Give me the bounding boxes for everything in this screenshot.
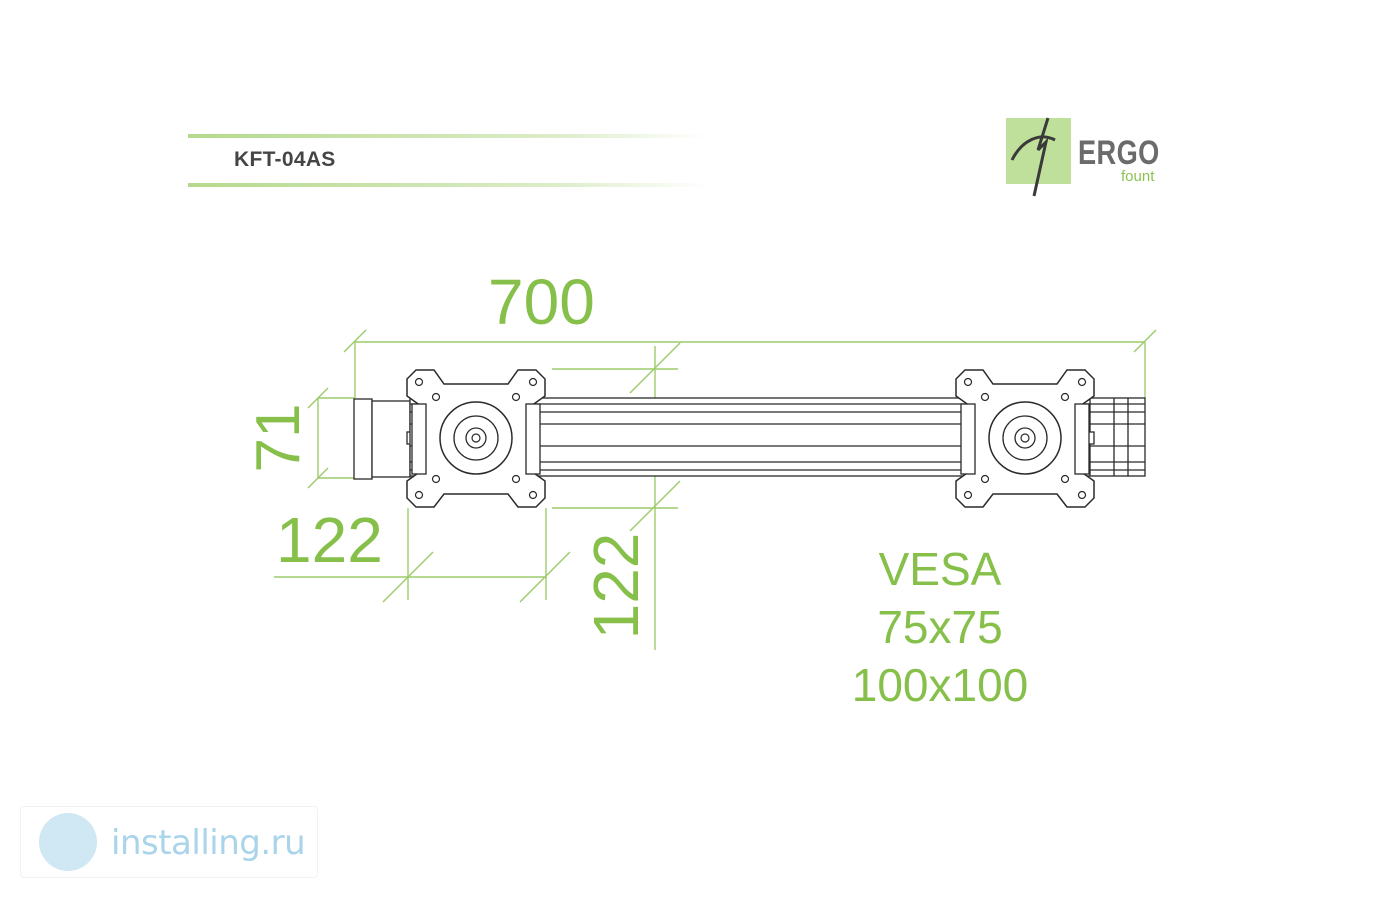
watermark: installing.ru [20, 806, 318, 878]
vesa-spec: VESA 75x75 100x100 [840, 540, 1040, 714]
dimension-plate-width: 122 [276, 504, 383, 576]
vesa-size-large: 100x100 [851, 659, 1029, 711]
header-top-rule [188, 134, 708, 138]
watermark-logo-icon [39, 813, 97, 871]
watermark-text: installing.ru [111, 823, 306, 863]
vesa-plate-left [406, 369, 546, 508]
vesa-size-small: 75x75 [877, 601, 1003, 653]
brand-logo-icon [1006, 117, 1071, 197]
model-title: KFT-04AS [234, 148, 336, 171]
dimension-lines [274, 329, 1157, 650]
brand-logo: ERGO fount [1003, 114, 1173, 200]
dimension-plate-height: 122 [580, 532, 652, 640]
header-bottom-rule [188, 183, 708, 187]
brand-sub: fount [1121, 168, 1155, 185]
dimension-height: 71 [244, 403, 313, 473]
dimension-overall-width: 700 [488, 266, 595, 338]
brand-name: ERGO [1078, 134, 1160, 172]
vesa-plate-right [955, 369, 1095, 508]
vesa-label: VESA [878, 543, 1002, 595]
